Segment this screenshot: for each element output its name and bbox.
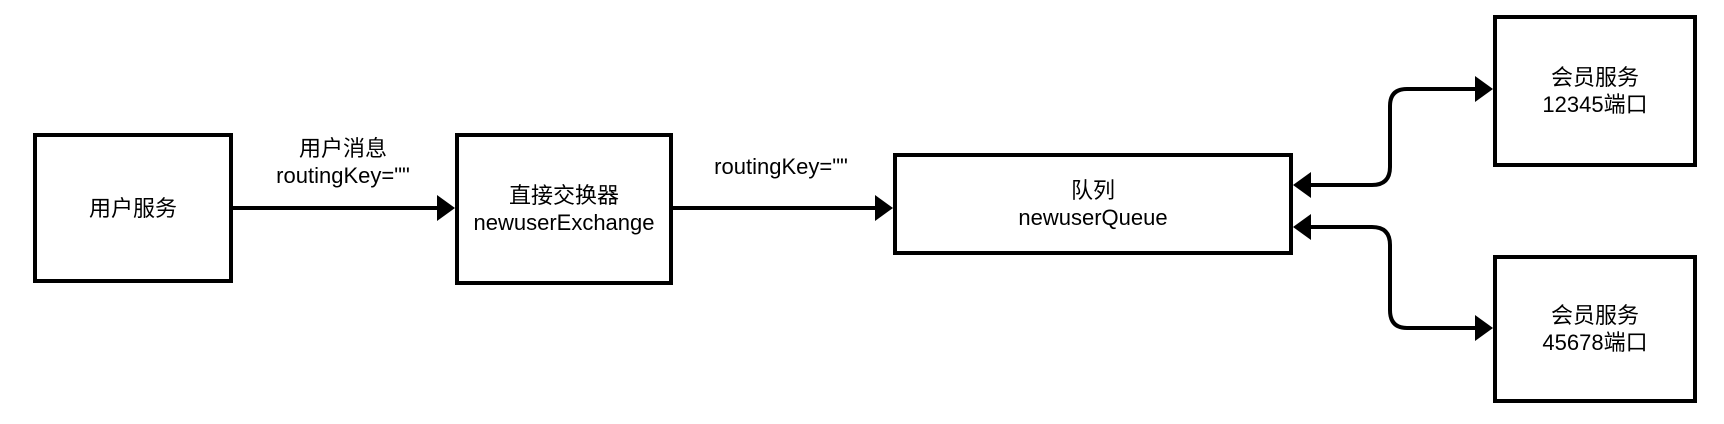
connector-queue-member2-line [1309,225,1478,330]
node-member-service-12345: 会员服务 12345端口 [1493,15,1697,167]
node-member-service-45678: 会员服务 45678端口 [1493,255,1697,403]
node-member-service-12345-port: 12345端口 [1542,92,1648,117]
edge-label-user-message-line1: 用户消息 [298,136,387,161]
node-direct-exchange-title: 直接交换器 [508,183,619,208]
arrowhead-into-exchange-icon [437,195,455,221]
node-direct-exchange-name: newuserExchange [473,210,655,235]
node-queue-title: 队列 [1070,178,1115,203]
connector-queue-member1-line [1309,87,1478,187]
node-queue-name: newuserQueue [1018,205,1168,230]
node-member-service-12345-title: 会员服务 [1550,65,1639,90]
edge-label-user-message: 用户消息 routingKey="" [243,135,443,189]
node-direct-exchange: 直接交换器 newuserExchange [455,133,673,285]
node-queue: 队列 newuserQueue [893,153,1293,255]
arrowhead-into-member1-icon [1475,76,1493,102]
node-user-service-label: 用户服务 [88,195,177,221]
arrowhead-into-queue-from-member1-icon [1293,172,1311,198]
node-member-service-45678-port: 45678端口 [1542,330,1648,355]
arrowhead-into-queue-from-member2-icon [1293,214,1311,240]
edge-label-user-message-routingkey: routingKey="" [276,163,410,188]
arrowhead-into-member2-icon [1475,315,1493,341]
arrowhead-into-queue-icon [875,195,893,221]
edge-label-routing-key-text: routingKey="" [714,154,848,179]
node-user-service: 用户服务 [33,133,233,283]
node-member-service-45678-title: 会员服务 [1550,303,1639,328]
edge-label-routing-key: routingKey="" [681,153,881,180]
